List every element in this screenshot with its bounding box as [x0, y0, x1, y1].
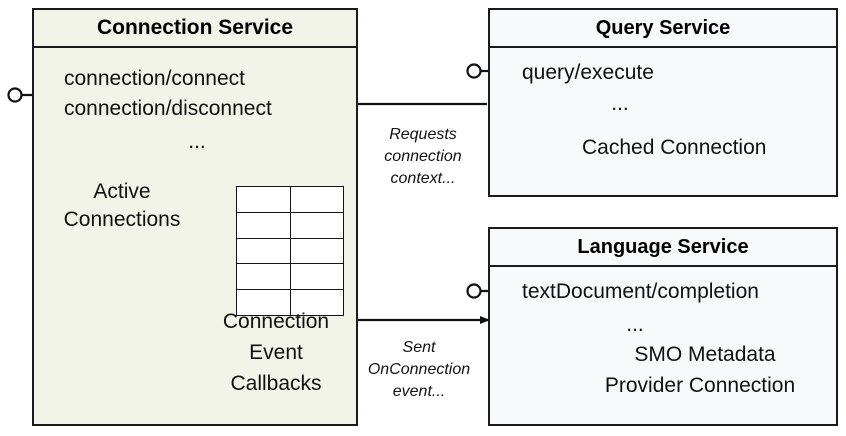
connection-event-callbacks-table [236, 186, 344, 316]
table-cell [289, 237, 344, 265]
callbacks-label-line3: Callbacks [230, 372, 322, 395]
table-row [236, 237, 344, 265]
callbacks-label-line2: Event [249, 341, 303, 364]
smo-connection-label-line2: Provider Connection [604, 374, 796, 397]
active-connections-label-line2: Connections [63, 208, 181, 231]
table-cell [236, 237, 291, 265]
table-cell [289, 186, 344, 213]
active-connections-label-line1: Active [93, 180, 151, 203]
language-service-operations-ellipsis: ... [626, 313, 644, 336]
language-service-title: Language Service [490, 229, 836, 267]
edge-label-line3: event... [392, 383, 446, 400]
query-service-title: Query Service [490, 10, 836, 48]
table-cell [289, 211, 344, 239]
connection-service-operation-1: connection/disconnect [64, 97, 272, 120]
language-service-operation-0: textDocument/completion [522, 280, 759, 303]
table-cell [236, 289, 291, 316]
smo-connection-label-line1: SMO Metadata [634, 343, 776, 366]
edge-label-line3: context... [390, 170, 456, 187]
edge-label-query-to-connection: Requests connection context... [358, 124, 488, 190]
edge-label-connection-to-language: Sent OnConnection event... [352, 337, 486, 403]
edge-label-line2: OnConnection [367, 361, 471, 378]
callbacks-label-line1: Connection [222, 310, 330, 333]
table-row [236, 211, 344, 239]
query-service-operation-0: query/execute [522, 61, 654, 84]
table-row [236, 186, 344, 213]
table-cell [236, 263, 291, 291]
edge-label-line2: connection [384, 148, 462, 165]
language-service-box[interactable]: Language Service textDocument/completion… [488, 227, 838, 426]
query-service-operations-ellipsis: ... [611, 92, 629, 115]
cached-connection-label: Cached Connection [582, 136, 767, 159]
connection-service-operations-ellipsis: ... [188, 130, 206, 153]
connection-service-operation-0: connection/connect [64, 67, 245, 90]
edge-label-line1: Sent [402, 339, 436, 356]
table-cell [236, 186, 291, 213]
table-row [236, 263, 344, 291]
query-service-box[interactable]: Query Service query/execute ... Cached C… [488, 8, 838, 197]
table-cell [236, 211, 291, 239]
table-cell [289, 289, 344, 316]
connection-service-title: Connection Service [34, 10, 356, 48]
connection-service-box[interactable]: Connection Service connection/connect co… [32, 8, 358, 426]
table-cell [289, 263, 344, 291]
edge-label-line1: Requests [389, 126, 457, 143]
table-row [236, 289, 344, 316]
